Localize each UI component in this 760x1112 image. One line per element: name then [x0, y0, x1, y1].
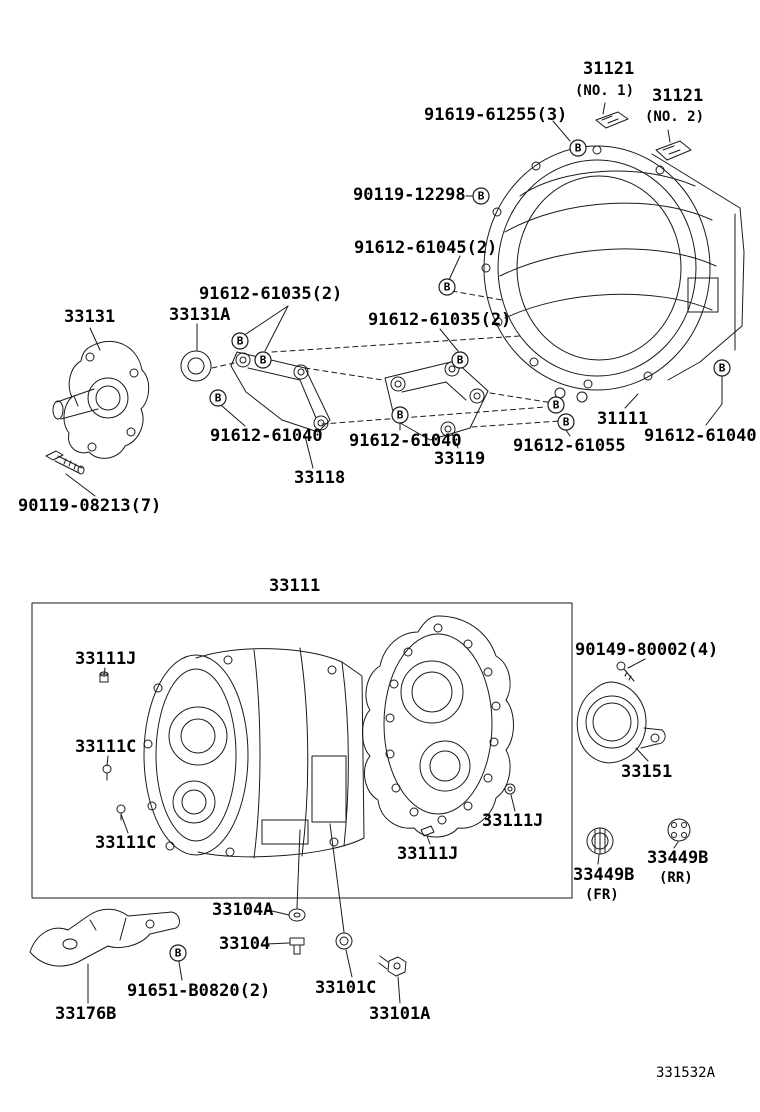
label-33449b-fr-qualifier: (FR) [585, 887, 619, 903]
bearing-retainer-drawing [576, 681, 666, 764]
bolt-marker-b: B [438, 278, 456, 296]
bolt-90119-drawing [45, 450, 85, 475]
label-91612-61040-mid: 91612-61040 [349, 431, 462, 451]
bolt-marker-b: B [254, 351, 272, 369]
label-90149-80002: 90149-80002(4) [575, 640, 719, 660]
label-31121-no1: 31121 [583, 59, 635, 79]
label-91612-61035-left: 91612-61035(2) [199, 284, 343, 304]
bolt-marker-b: B [713, 359, 731, 377]
label-33111j-right: 33111J [482, 811, 544, 831]
label-33119: 33119 [434, 449, 486, 469]
svg-text:B: B [175, 947, 182, 960]
plug-33111j-right-drawing [504, 783, 516, 795]
label-31121-no2-qualifier: (NO. 2) [645, 109, 705, 125]
svg-text:B: B [457, 354, 464, 367]
svg-text:B: B [553, 399, 560, 412]
label-90119-12298: 90119-12298 [353, 185, 466, 205]
label-33104: 33104 [219, 934, 271, 954]
label-33111j-top: 33111J [75, 649, 137, 669]
leader-lines [65, 102, 723, 1004]
figure-code: 331532A [656, 1065, 716, 1081]
label-33104a: 33104A [212, 900, 274, 920]
oil-seal-drawing [180, 350, 212, 382]
svg-text:B: B [237, 335, 244, 348]
label-91651-b0820: 91651-B0820(2) [127, 981, 271, 1001]
bolt-33104-drawing [289, 937, 305, 955]
bolt-marker-b: B [547, 396, 565, 414]
label-33449b-rr: 33449B [647, 848, 709, 868]
label-31111: 31111 [597, 409, 649, 429]
label-33151: 33151 [621, 762, 673, 782]
svg-text:B: B [563, 416, 570, 429]
label-31121-no2: 31121 [652, 86, 704, 106]
bolt-33111c-lower-drawing [116, 804, 126, 821]
label-33101a: 33101A [369, 1004, 431, 1024]
label-33101c: 33101C [315, 978, 377, 998]
bolt-marker-b: B [209, 389, 227, 407]
washer-33104a-drawing [288, 908, 306, 922]
bolt-marker-b: B [569, 139, 587, 157]
label-91612-61035-right: 91612-61035(2) [368, 310, 512, 330]
label-33111: 33111 [269, 576, 321, 596]
bolt-marker-b: B [472, 187, 490, 205]
plug-33101a-drawing [378, 955, 407, 977]
svg-text:B: B [215, 392, 222, 405]
insulator-no2-drawing [655, 140, 692, 161]
bolt-90149-drawing [616, 661, 635, 682]
label-91612-61055: 91612-61055 [513, 436, 626, 456]
insulator-no1-drawing [595, 111, 629, 129]
bolt-33111c-upper-drawing [102, 764, 112, 781]
bolt-marker-b: B [231, 332, 249, 350]
bolt-marker-b: B [391, 406, 409, 424]
label-33131a: 33131A [169, 305, 231, 325]
svg-text:B: B [444, 281, 451, 294]
label-91612-61040-left: 91612-61040 [210, 426, 323, 446]
label-33131: 33131 [64, 307, 116, 327]
washer-33101c-drawing [335, 932, 353, 950]
label-33111c-upper: 33111C [75, 737, 137, 757]
label-31121-no1-qualifier: (NO. 1) [575, 83, 635, 99]
label-33176b: 33176B [55, 1004, 117, 1024]
plug-33111j-bottom-drawing [420, 825, 435, 837]
svg-text:B: B [260, 354, 267, 367]
bolt-markers: B B B B B B B B B B B B [169, 139, 731, 962]
dust-cover-fr-drawing [586, 827, 614, 855]
clutch-housing-drawing [481, 145, 745, 403]
dust-cover-rr-drawing [667, 818, 691, 842]
svg-text:B: B [575, 142, 582, 155]
svg-text:B: B [397, 409, 404, 422]
label-91619-61255: 91619-61255(3) [424, 105, 568, 125]
label-91612-61045: 91612-61045(2) [354, 238, 498, 258]
bracket-33176b-drawing [29, 908, 180, 967]
label-91612-61040-right: 91612-61040 [644, 426, 757, 446]
label-33449b-fr: 33449B [573, 865, 635, 885]
bolt-marker-b: B [557, 413, 575, 431]
bolt-marker-b: B [451, 351, 469, 369]
label-33118: 33118 [294, 468, 346, 488]
label-33449b-rr-qualifier: (RR) [659, 870, 693, 886]
bracket-33118-drawing [230, 351, 331, 433]
svg-text:B: B [719, 362, 726, 375]
label-33111c-lower: 33111C [95, 833, 157, 853]
svg-text:B: B [478, 190, 485, 203]
bolt-marker-b: B [169, 944, 187, 962]
dashed-connector-lines [211, 290, 561, 428]
label-33111j-bottom: 33111J [397, 844, 459, 864]
label-90119-08213: 90119-08213(7) [18, 496, 162, 516]
assembly-box [31, 602, 573, 899]
intermediate-plate-drawing [362, 615, 514, 838]
transmission-case-drawing [143, 647, 365, 859]
front-retainer-drawing [52, 341, 150, 459]
